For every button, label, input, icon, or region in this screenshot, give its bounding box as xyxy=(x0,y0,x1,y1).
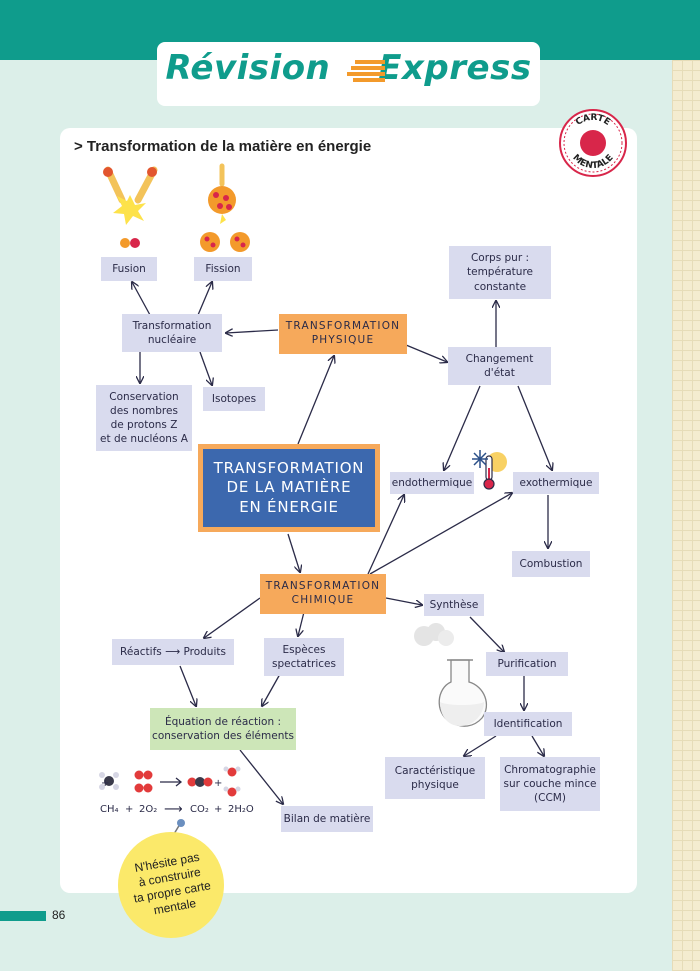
node-transformation-chimique: TRANSFORMATION CHIMIQUE xyxy=(260,574,386,614)
node-fission: Fission xyxy=(194,257,252,281)
carte-mentale-stamp: CARTE MENTALE xyxy=(559,109,627,177)
speed-lines-icon xyxy=(347,60,385,82)
node-combustion: Combustion xyxy=(512,551,590,577)
central-node: TRANSFORMATION DE LA MATIÈRE EN ÉNERGIE xyxy=(198,444,380,532)
grid-paper-edge xyxy=(672,60,700,971)
title-express: Express xyxy=(378,48,532,88)
node-chromatographie: Chromatographie sur couche mince (CCM) xyxy=(500,757,600,811)
node-purification: Purification xyxy=(486,652,568,676)
svg-text:CARTE: CARTE xyxy=(574,113,612,128)
page-number: 86 xyxy=(52,908,66,922)
equation-o2: 2O₂ xyxy=(139,804,158,815)
equation-h2o: 2H₂O xyxy=(228,804,254,815)
title-box: Révision Express xyxy=(157,42,540,106)
svg-text:MENTALE: MENTALE xyxy=(570,153,615,171)
equation-plus-1: + xyxy=(101,778,110,789)
fission-illustration-icon xyxy=(200,163,250,252)
fusion-illustration-icon xyxy=(103,166,158,248)
node-equation-reaction: Équation de réaction : conservation des … xyxy=(150,708,296,750)
equation-ch4: CH₄ xyxy=(100,804,119,815)
equation-plus-b: + xyxy=(214,804,223,815)
equation-arrow: ⟶ xyxy=(164,802,183,817)
central-label: TRANSFORMATION DE LA MATIÈRE EN ÉNERGIE xyxy=(203,449,375,527)
node-especes-spectatrices: Espèces spectatrices xyxy=(264,638,344,676)
equation-co2: CO₂ xyxy=(190,804,209,815)
node-synthese: Synthèse xyxy=(424,594,484,616)
node-identification: Identification xyxy=(484,712,572,736)
node-fusion: Fusion xyxy=(101,257,157,281)
section-subtitle: > Transformation de la matière en énergi… xyxy=(74,138,372,155)
node-reactifs-produits: Réactifs ⟶ Produits xyxy=(112,639,234,665)
node-corps-pur: Corps pur : température constante xyxy=(449,246,551,299)
node-conservation: Conservation des nombres de protons Z et… xyxy=(96,385,192,451)
node-isotopes: Isotopes xyxy=(203,387,265,411)
title-revision: Révision xyxy=(165,48,331,88)
molecule-equation-icon xyxy=(99,766,241,797)
node-transformation-nucleaire: Transformation nucléaire xyxy=(122,314,222,352)
tip-sticker: N'hésite pas à construire ta propre cart… xyxy=(118,832,224,938)
equation-plus-2: + xyxy=(214,778,223,789)
node-caracteristique-physique: Caractéristique physique xyxy=(385,757,485,799)
thermometer-icon xyxy=(472,450,507,490)
flask-icon xyxy=(414,623,487,727)
node-transformation-physique: TRANSFORMATION PHYSIQUE xyxy=(279,314,407,354)
page-title: Révision Express xyxy=(157,48,540,88)
equation-plus-a: + xyxy=(125,804,134,815)
page-number-bar xyxy=(0,911,46,921)
tip-text: N'hésite pas à construire ta propre cart… xyxy=(132,849,212,918)
node-bilan-matiere: Bilan de matière xyxy=(281,806,373,832)
node-changement-etat: Changement d'état xyxy=(448,347,551,385)
node-exothermique: exothermique xyxy=(513,472,599,494)
node-endothermique: endothermique xyxy=(390,472,474,494)
